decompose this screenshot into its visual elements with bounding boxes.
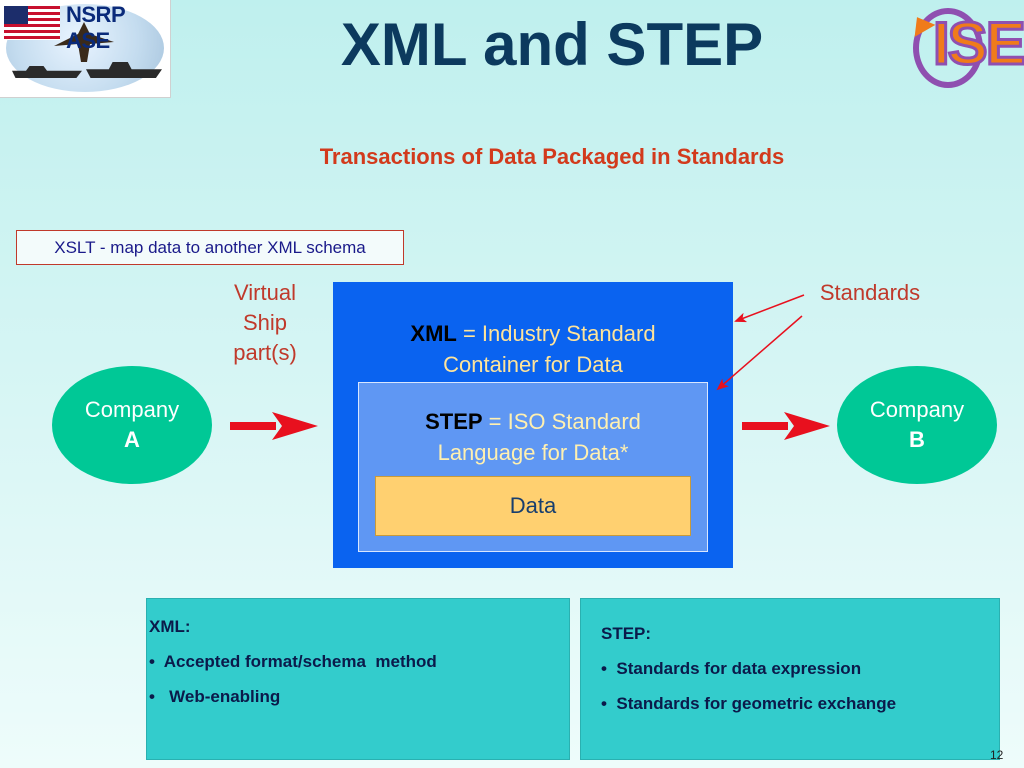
standards-label: Standards xyxy=(819,280,921,305)
step-panel-bullet: • Standards for geometric exchange xyxy=(601,694,897,713)
step-info-panel: STEP: • Standards for data expression • … xyxy=(580,598,1000,760)
page-subtitle: Transactions of Data Packaged in Standar… xyxy=(319,144,785,169)
virtual-label-line: part(s) xyxy=(233,340,297,365)
standards-pointer-step xyxy=(716,315,803,391)
logo-right-text: ISE xyxy=(932,9,1024,79)
flow-arrow-a-to-xml xyxy=(230,412,318,440)
data-box: Data xyxy=(375,476,691,536)
step-panel-heading: STEP: xyxy=(601,624,652,643)
page-number: 12 xyxy=(990,748,1004,762)
xml-caption-line1: XML = Industry Standard xyxy=(333,318,733,349)
xml-keyword: XML xyxy=(410,321,457,346)
virtual-ship-label: Virtual Ship part(s) xyxy=(220,278,310,368)
company-a-node: Company A xyxy=(52,366,212,484)
page-title: XML and STEP xyxy=(340,11,764,78)
company-a-name: Company xyxy=(84,397,180,422)
nsrp-ase-logo: NSRP ASE xyxy=(0,0,171,98)
virtual-label-line: Virtual xyxy=(234,280,296,305)
xml-panel-bullet: • Web-enabling xyxy=(149,687,281,706)
step-layer-caption: STEP = ISO Standard Language for Data* xyxy=(358,406,708,468)
xml-definition: = Industry Standard xyxy=(456,321,656,346)
xml-layer-caption: XML = Industry Standard Container for Da… xyxy=(333,318,733,380)
company-b-node: Company B xyxy=(837,366,997,484)
logo-ring xyxy=(913,8,983,88)
xslt-note: XSLT - map data to another XML schema xyxy=(16,230,404,265)
step-panel-bullet: • Standards for data expression xyxy=(601,659,862,678)
step-keyword: STEP xyxy=(425,409,483,434)
us-flag-icon xyxy=(4,6,60,40)
xml-panel-bullet: • Accepted format/schema method xyxy=(149,652,437,671)
company-b-letter: B xyxy=(909,427,925,452)
step-definition: = ISO Standard xyxy=(482,409,641,434)
logo-left-text: NSRP ASE xyxy=(66,2,125,53)
virtual-label-line: Ship xyxy=(242,310,288,335)
company-b-name: Company xyxy=(869,397,965,422)
xml-info-panel: XML: • Accepted format/schema method • W… xyxy=(146,598,570,760)
standards-pointer-xml xyxy=(734,294,805,323)
flow-arrow-xml-to-b xyxy=(742,412,830,440)
xml-caption-line2: Container for Data xyxy=(443,352,623,377)
ise-logo: ISE xyxy=(905,2,1024,92)
xml-panel-heading: XML: xyxy=(149,617,191,636)
company-a-letter: A xyxy=(124,427,140,452)
step-caption-line2: Language for Data* xyxy=(437,440,629,465)
step-caption-line1: STEP = ISO Standard xyxy=(358,406,708,437)
